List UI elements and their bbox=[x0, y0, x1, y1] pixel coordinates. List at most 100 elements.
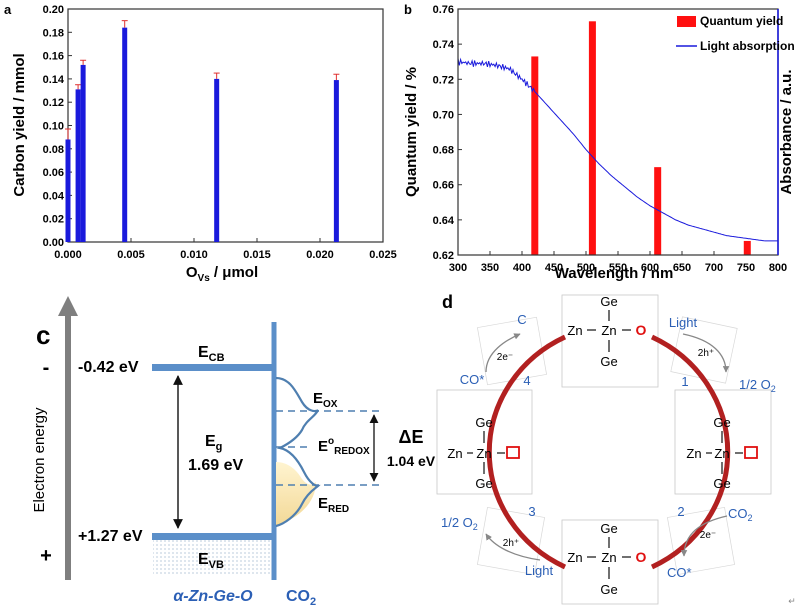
x-tick-label: 0.020 bbox=[306, 249, 334, 261]
x-tick-label: 500 bbox=[577, 262, 595, 274]
carbon-yield-bar bbox=[65, 139, 71, 242]
panel-c-energy-diagram: c Electron energy - + -0.42 eV +1.27 eV … bbox=[31, 296, 436, 608]
x-tick-label: 800 bbox=[769, 262, 787, 274]
y-tick-label: 0.06 bbox=[43, 167, 64, 179]
quantum-yield-bar bbox=[743, 240, 751, 255]
electrons-label-step2: 2e⁻ bbox=[700, 530, 716, 541]
step3-box bbox=[476, 506, 546, 576]
valence-band-edge bbox=[152, 533, 274, 540]
ge-atom: Ge bbox=[600, 582, 617, 597]
x-tick-label: 0.010 bbox=[180, 249, 208, 261]
x-tick-label: 0.025 bbox=[369, 249, 397, 261]
panel-label-a: a bbox=[4, 2, 12, 17]
panel-b-y-label-left: Quantum yield / % bbox=[403, 67, 420, 197]
panel-b-legend: Quantum yield Light absorption bbox=[676, 14, 795, 53]
y-tick-label: 0.16 bbox=[43, 51, 64, 63]
panel-b-y-axis: 0.620.640.660.680.700.720.740.76 bbox=[433, 4, 462, 262]
y-tick-label: 0.62 bbox=[433, 250, 454, 262]
carbon-yield-bar bbox=[333, 80, 339, 242]
light-label-step3: Light bbox=[525, 563, 554, 578]
zn-atom: Zn bbox=[567, 323, 582, 338]
x-tick-label: 450 bbox=[545, 262, 563, 274]
light-label-step1: Light bbox=[669, 315, 698, 330]
ge-atom: Ge bbox=[713, 415, 730, 430]
carbon-yield-bar bbox=[75, 89, 81, 242]
ge-atom: Ge bbox=[475, 476, 492, 491]
ered-label: ERED bbox=[318, 495, 349, 515]
x-tick-label: 350 bbox=[481, 262, 499, 274]
structure-right: Ge Zn Zn Ge bbox=[686, 415, 758, 491]
panel-label-c: c bbox=[36, 320, 50, 350]
valence-band-region bbox=[153, 538, 272, 576]
y-tick-label: 0.04 bbox=[43, 190, 65, 202]
plus-sign: + bbox=[40, 545, 52, 567]
cycle-arc-right bbox=[650, 334, 731, 570]
quantum-yield-bar bbox=[531, 56, 539, 255]
zn-atom: Zn bbox=[476, 446, 491, 461]
y-tick-label: 0.14 bbox=[43, 74, 65, 86]
step1-box bbox=[670, 316, 738, 384]
electron-energy-label: Electron energy bbox=[31, 407, 48, 513]
structure-left: Ge Zn Zn Ge bbox=[447, 415, 520, 491]
step-number-4: 4 bbox=[523, 373, 530, 388]
carbon-step4: C bbox=[517, 312, 526, 327]
panel-b-y-label-right: Absorbance / a.u. bbox=[778, 69, 795, 194]
x-tick-label: 0.000 bbox=[54, 249, 82, 261]
eox-label: EOX bbox=[313, 390, 338, 410]
quantum-yield-bar bbox=[588, 21, 596, 255]
panel-a-y-axis: 0.000.020.040.060.080.100.120.140.160.18… bbox=[43, 4, 72, 249]
step-number-3: 3 bbox=[528, 504, 535, 519]
eg-label: Eg bbox=[205, 433, 222, 453]
co-star-step2: CO* bbox=[667, 565, 692, 580]
zn-atom: Zn bbox=[447, 446, 462, 461]
legend-label-quantum-yield: Quantum yield bbox=[700, 14, 783, 28]
light-absorption-line bbox=[457, 57, 778, 242]
oxygen-atom: O bbox=[636, 322, 647, 338]
structure-bottom: Ge Zn Zn O Ge bbox=[567, 521, 646, 597]
conduction-band-edge bbox=[152, 364, 274, 371]
zn-atom: Zn bbox=[601, 550, 616, 565]
y-tick-label: 0.72 bbox=[433, 74, 454, 86]
x-tick-label: 300 bbox=[449, 262, 467, 274]
panel-a-y-label: Carbon yield / mmol bbox=[11, 53, 28, 196]
panel-label-b: b bbox=[404, 2, 412, 17]
carbon-yield-bar bbox=[80, 64, 86, 242]
energy-axis-arrowhead bbox=[58, 296, 78, 316]
oxygen-atom: O bbox=[636, 549, 647, 565]
zn-atom: Zn bbox=[601, 323, 616, 338]
ge-atom: Ge bbox=[475, 415, 492, 430]
half-o2-step1: 1/2 O2 bbox=[739, 377, 776, 394]
co2-label: CO2 bbox=[286, 588, 316, 608]
delta-e-label: ΔE bbox=[399, 427, 424, 447]
zn-atom: Zn bbox=[686, 446, 701, 461]
zn-atom: Zn bbox=[567, 550, 582, 565]
y-tick-label: 0.02 bbox=[43, 214, 64, 226]
structure-box-left bbox=[436, 389, 533, 495]
ge-atom: Ge bbox=[713, 476, 730, 491]
x-tick-label: 0.005 bbox=[117, 249, 145, 261]
y-tick-label: 0.18 bbox=[43, 27, 64, 39]
legend-label-light-absorption: Light absorption bbox=[700, 39, 795, 53]
x-tick-label: 700 bbox=[705, 262, 723, 274]
ered-filled-area bbox=[276, 462, 316, 525]
y-tick-label: 0.08 bbox=[43, 144, 64, 156]
cycle-arc-left bbox=[486, 334, 567, 570]
co-star-step4: CO* bbox=[460, 372, 485, 387]
redox-distribution-curve bbox=[275, 376, 321, 528]
y-tick-label: 0.70 bbox=[433, 109, 454, 121]
carbon-yield-bar bbox=[122, 27, 128, 242]
y-tick-label: 0.12 bbox=[43, 97, 64, 109]
eredox-label: EoREDOX bbox=[318, 436, 370, 457]
co2-step2: CO2 bbox=[728, 506, 753, 523]
vb-energy-value: +1.27 eV bbox=[78, 528, 143, 545]
y-tick-label: 0.76 bbox=[433, 4, 454, 16]
step-number-1: 1 bbox=[681, 374, 688, 389]
material-label: α-Zn-Ge-O bbox=[173, 588, 253, 605]
step-number-2: 2 bbox=[677, 504, 684, 519]
zn-atom: Zn bbox=[714, 446, 729, 461]
panel-label-d: d bbox=[442, 292, 453, 312]
carbon-yield-bar bbox=[214, 78, 220, 243]
ge-atom: Ge bbox=[600, 294, 617, 309]
